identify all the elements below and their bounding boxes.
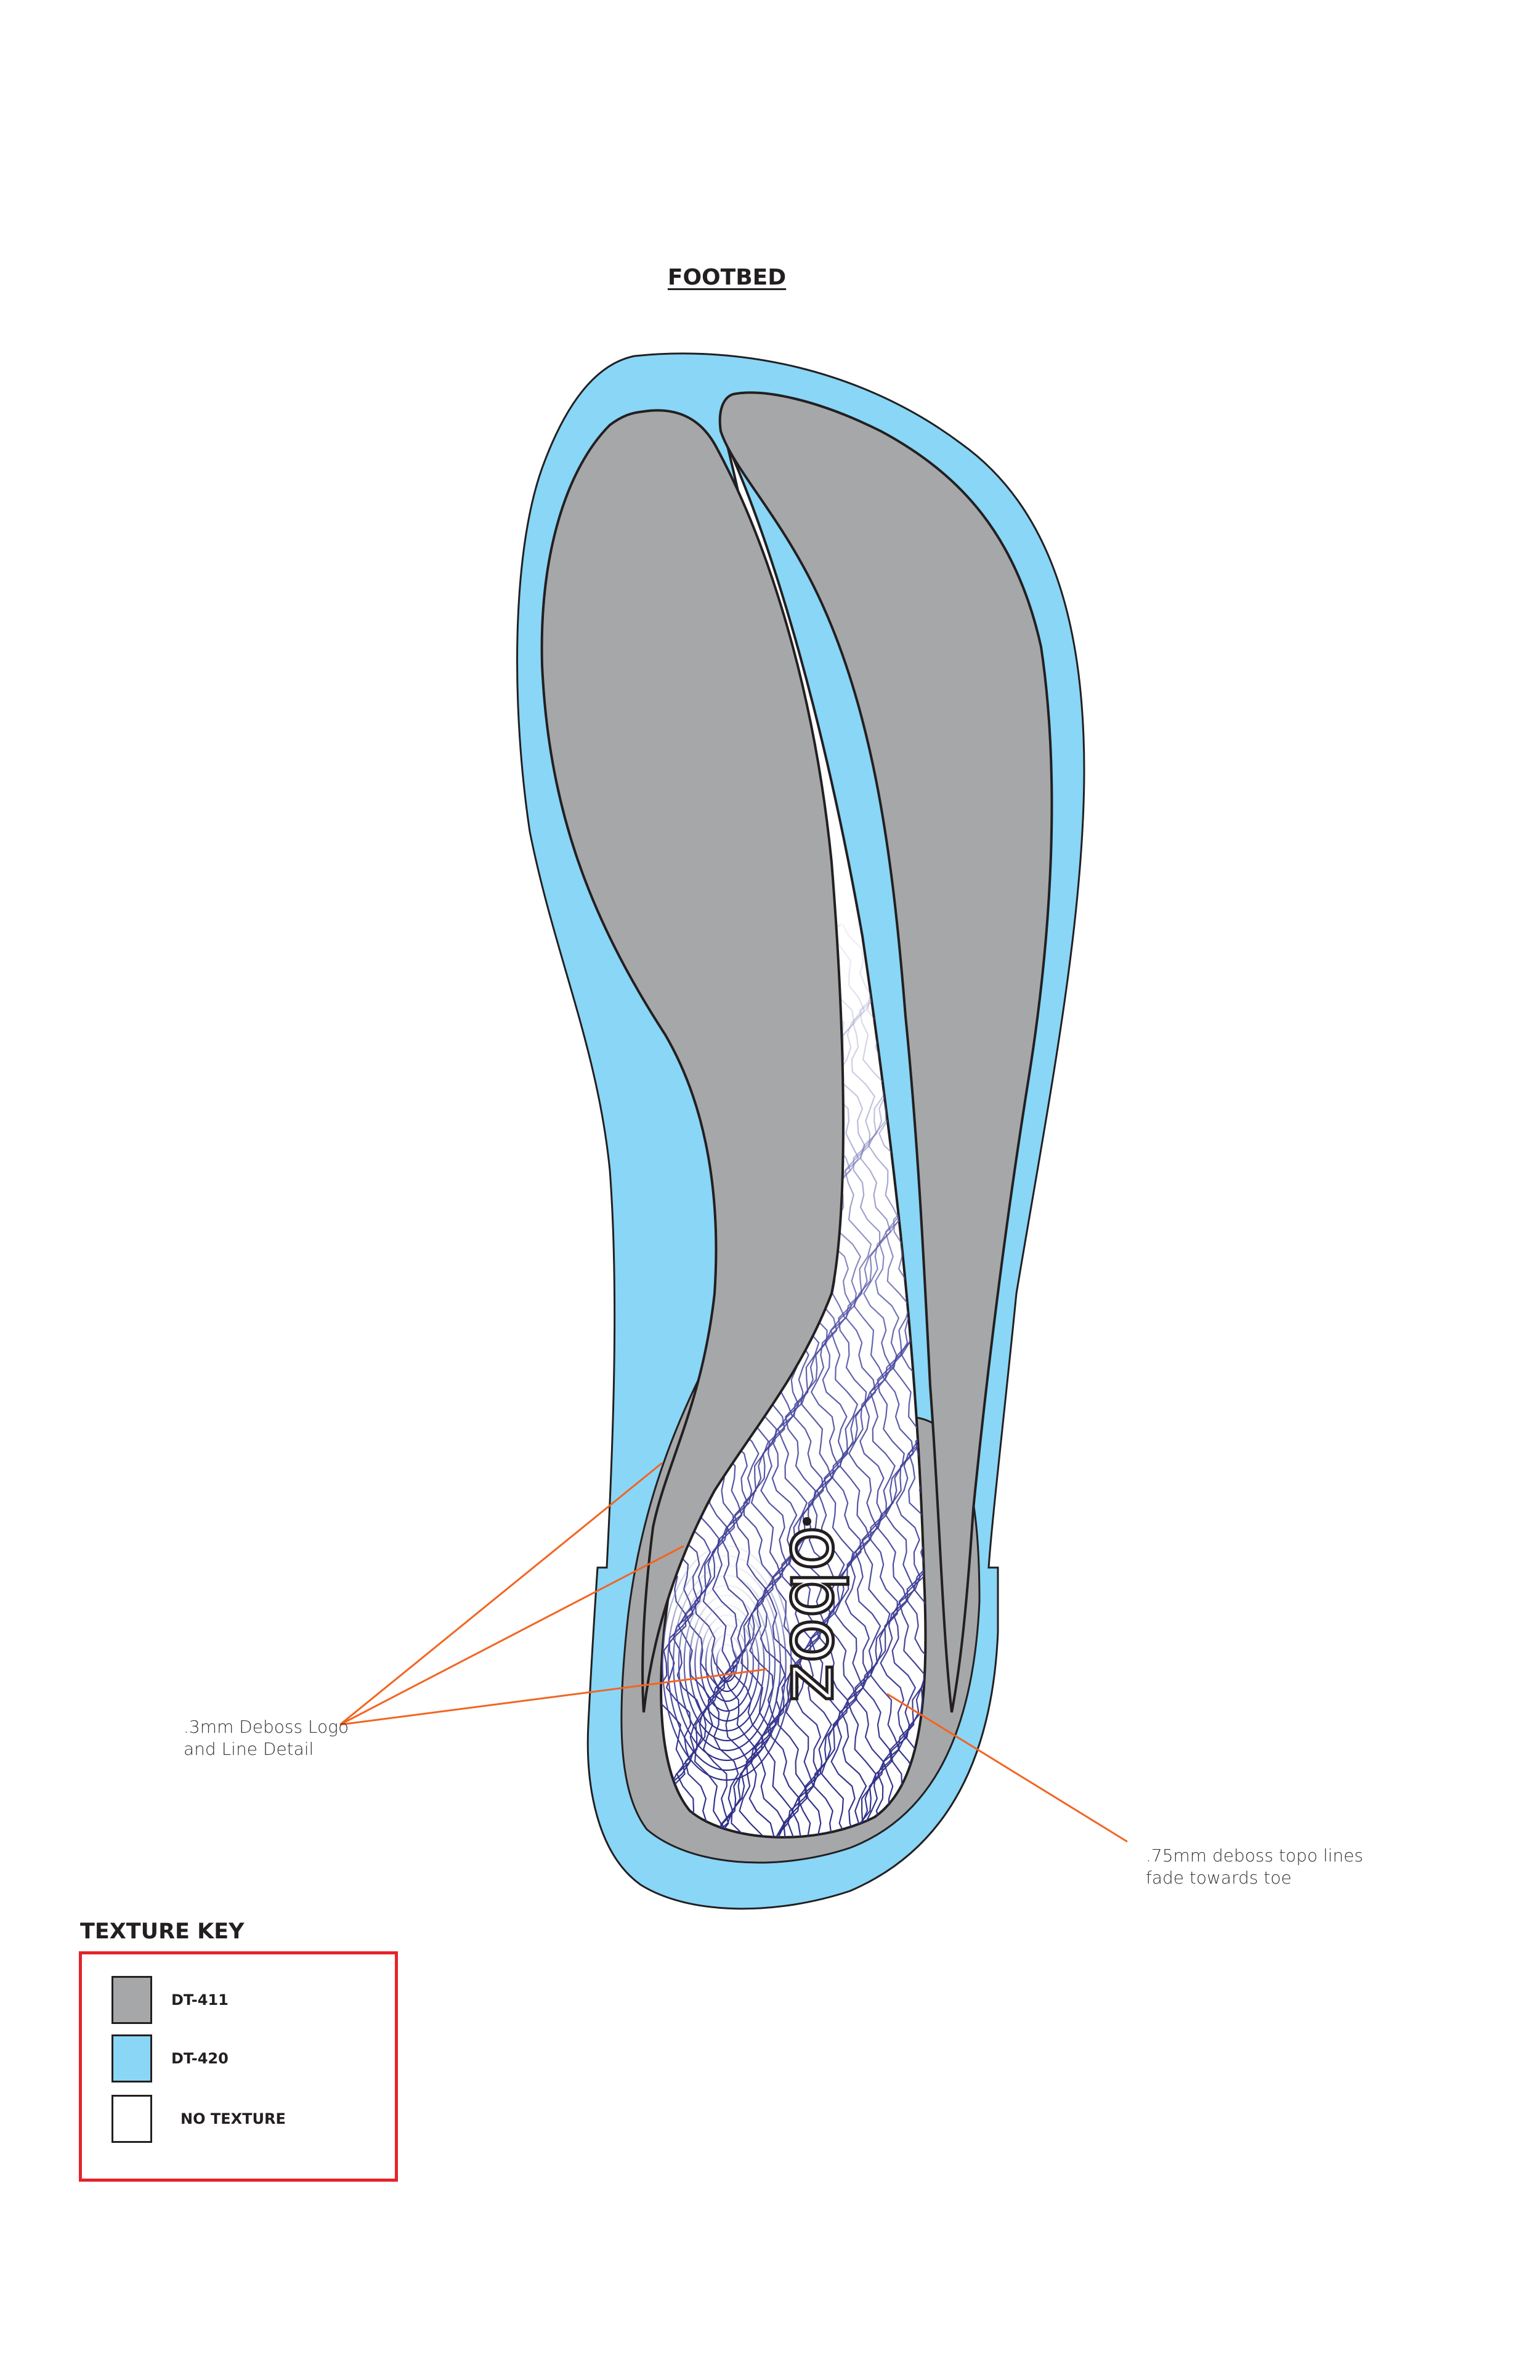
svg-text:oboz: oboz (774, 1526, 859, 1702)
topo-ring (662, 1545, 792, 1781)
topo-line (904, 923, 926, 1837)
callout-line-4 (886, 1693, 1128, 1843)
callout-lines (339, 1462, 1128, 1843)
topo-line (821, 923, 880, 1837)
label-dt420: DT-420 (171, 2050, 229, 2067)
logo-dot (803, 1517, 811, 1526)
topo-ring (710, 1633, 744, 1693)
oboz-logo: oboz (772, 1524, 861, 1704)
topo-line (898, 923, 926, 1837)
medial-pad-dt411 (540, 409, 845, 1713)
callout-line-1 (339, 1462, 663, 1726)
texture-key-box: DT-411 DT-420 NO TEXTURE (79, 1951, 398, 2182)
topo-ring (716, 1643, 738, 1683)
topo-ring (689, 1594, 765, 1732)
callout-line-2 (339, 1545, 684, 1726)
topo-ring (705, 1624, 749, 1702)
topo-ring (683, 1584, 771, 1742)
topo-ring (699, 1614, 754, 1712)
topo-ring (672, 1564, 781, 1762)
callout-line-3 (339, 1668, 768, 1726)
callout-deboss-logo: .3mm Deboss Logo and Line Detail (184, 1717, 349, 1759)
lateral-pad-dt411 (718, 391, 1053, 1713)
topo-line (890, 923, 926, 1837)
swatch-dt420 (111, 2034, 152, 2082)
label-dt411: DT-411 (171, 1991, 229, 2009)
swatch-no-texture (111, 2095, 152, 2143)
topo-ring (694, 1604, 760, 1722)
label-no-texture: NO TEXTURE (180, 2110, 286, 2127)
swatch-dt411 (111, 1976, 152, 2024)
page-title: FOOTBED (667, 265, 787, 290)
topo-ring (678, 1574, 776, 1752)
texture-key-title: TEXTURE KEY (80, 1919, 245, 1944)
topo-ring (667, 1555, 787, 1771)
callout-topo-lines: .75mm deboss topo lines fade towards toe (1146, 1845, 1363, 1888)
